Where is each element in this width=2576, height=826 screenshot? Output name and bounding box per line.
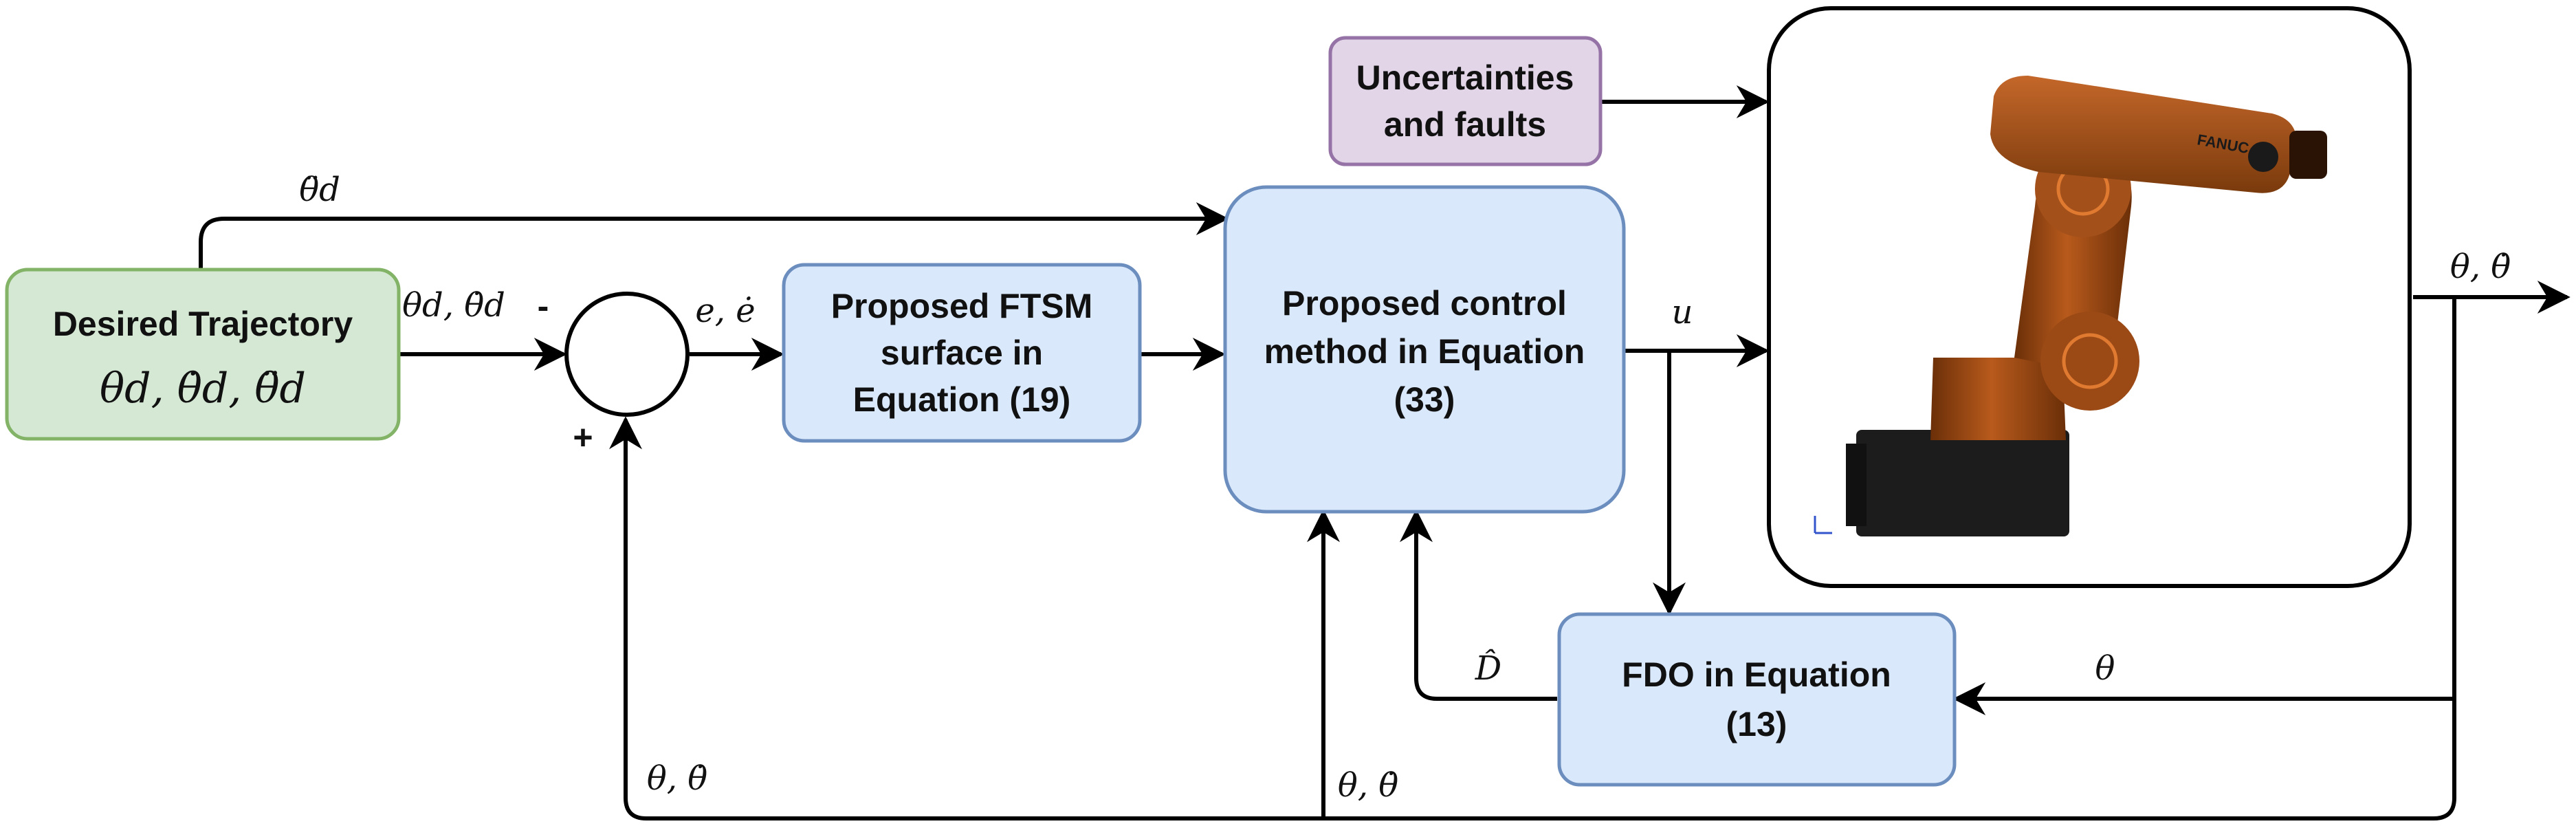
uncertainties-line1: Uncertainties — [1356, 58, 1574, 97]
label-output: θ, θ̇ — [2450, 248, 2511, 286]
ftsm-box — [782, 263, 1142, 443]
robot-turret — [1930, 358, 2066, 440]
ftsm-block: Proposed FTSM surface in Equation (19) — [782, 263, 1142, 443]
fdo-box — [1557, 612, 1957, 787]
robot-wrist — [2289, 131, 2327, 179]
robot-base-flange — [1846, 444, 1867, 526]
label-feedback-mid: θ, θ̇ — [1338, 766, 1398, 805]
plus-sign: + — [573, 418, 593, 457]
robot-base — [1856, 430, 2069, 536]
robot-upper-arm — [1990, 76, 2297, 193]
desired-trajectory-title: Desired Trajectory — [53, 305, 353, 343]
uncertainties-box — [1328, 36, 1603, 166]
label-error: e, ė — [695, 292, 755, 330]
wire-thetadd-to-control — [199, 202, 1229, 270]
axis-marker — [1814, 516, 1832, 534]
label-theta-fdo: θ — [2095, 649, 2115, 688]
desired-trajectory-block: Desired Trajectory θd, θ̇d, θ̈d — [5, 268, 401, 441]
ftsm-line3: Equation (19) — [853, 380, 1071, 419]
control-block: Proposed control method in Equation (33) — [1223, 185, 1626, 514]
uncertainties-block: Uncertainties and faults — [1328, 36, 1603, 166]
robot-elbow-ring — [2062, 333, 2118, 389]
fdo-block: FDO in Equation (13) — [1557, 612, 1957, 787]
robot-elbow — [2040, 312, 2139, 411]
control-line1: Proposed control — [1282, 284, 1567, 323]
summing-junction: - + — [538, 287, 690, 457]
signal-labels: θ̈d θd, θ̇d e, ė u θ, θ̇ θ D̂ θ, θ̇ θ, θ… — [299, 171, 2511, 805]
control-line2: method in Equation — [1264, 332, 1585, 371]
wire-dhat-to-control — [1400, 509, 1557, 701]
desired-trajectory-box — [5, 268, 401, 441]
ftsm-line2: surface in — [881, 334, 1043, 372]
uncertainties-line2: and faults — [1384, 105, 1546, 144]
robot-wrist-cap — [2248, 142, 2278, 172]
control-box — [1223, 185, 1626, 514]
label-d-hat: D̂ — [1475, 648, 1501, 688]
robot-plant-block: FANUC — [1767, 6, 2412, 588]
label-theta-dd: θ̈d — [299, 171, 340, 209]
connectors — [199, 85, 2571, 820]
label-u: u — [1672, 293, 1693, 332]
fdo-line2: (13) — [1726, 705, 1787, 743]
label-feedback-left: θ, θ̇ — [647, 759, 707, 798]
ftsm-line1: Proposed FTSM — [831, 287, 1093, 325]
label-theta-d-in: θd, θ̇d — [402, 286, 505, 325]
control-line3: (33) — [1394, 380, 1455, 419]
robot-arm-illustration: FANUC — [1814, 76, 2327, 536]
minus-sign: - — [538, 287, 549, 325]
desired-trajectory-signals: θd, θ̇d, θ̈d — [100, 365, 306, 413]
fdo-line1: FDO in Equation — [1622, 655, 1891, 694]
wire-output-down — [624, 297, 2456, 820]
